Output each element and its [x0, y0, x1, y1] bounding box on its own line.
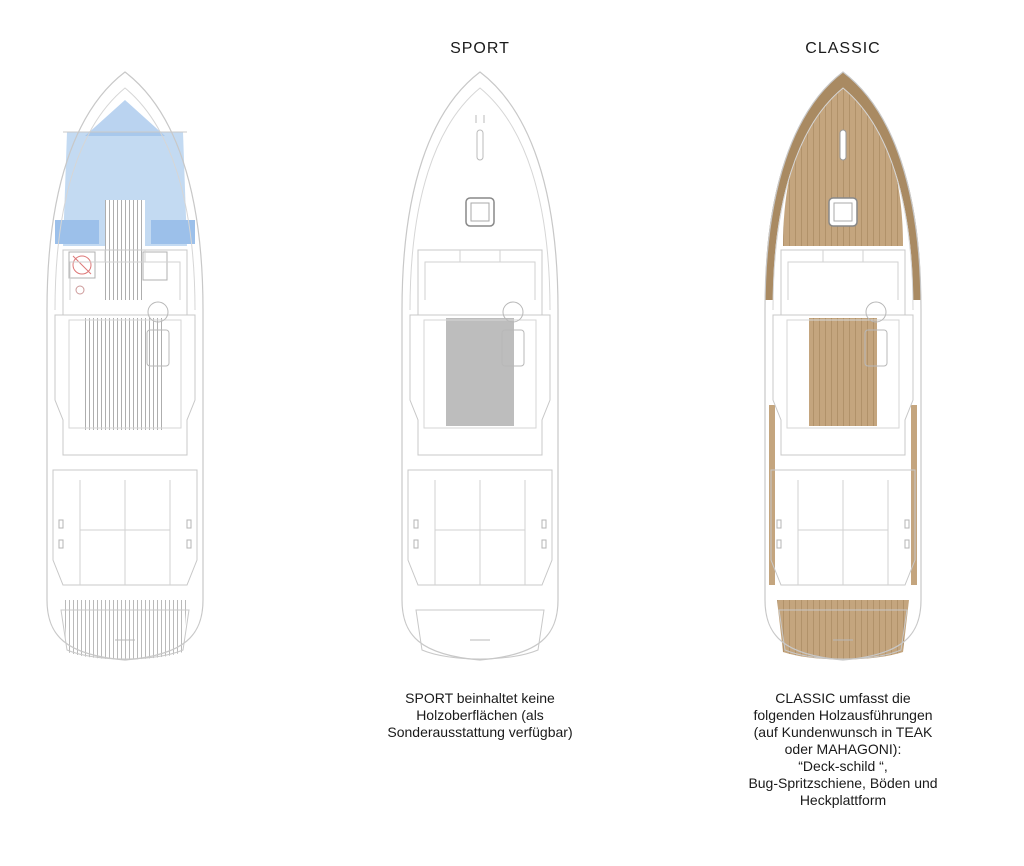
caption-line: CLASSIC umfasst die: [775, 690, 911, 706]
caption-line: SPORT beinhaltet keine: [405, 690, 555, 706]
classic-boat-drawing: [764, 71, 922, 661]
caption-line: Holzoberflächen (als: [416, 707, 544, 723]
sport-boat-drawing: [401, 71, 559, 661]
classic-caption: CLASSIC umfasst die folgenden Holzausfüh…: [703, 690, 983, 809]
caption-line: Sonderausstattung verfügbar): [387, 724, 573, 740]
classic-title: CLASSIC: [805, 40, 881, 57]
sport-caption: SPORT beinhaltet keine Holzoberflächen (…: [340, 690, 620, 741]
base-boat-drawing: [46, 71, 204, 661]
caption-line: Bug-Spritzschiene, Böden und: [748, 775, 938, 791]
caption-line: (auf Kundenwunsch in TEAK: [753, 724, 933, 740]
caption-line: Heckplattform: [799, 792, 887, 808]
caption-line: oder MAHAGONI):: [784, 741, 902, 757]
caption-line: “Deck-schild “,: [798, 758, 888, 774]
caption-line: folgenden Holzausführungen: [753, 707, 933, 723]
sport-title: SPORT: [450, 40, 510, 57]
